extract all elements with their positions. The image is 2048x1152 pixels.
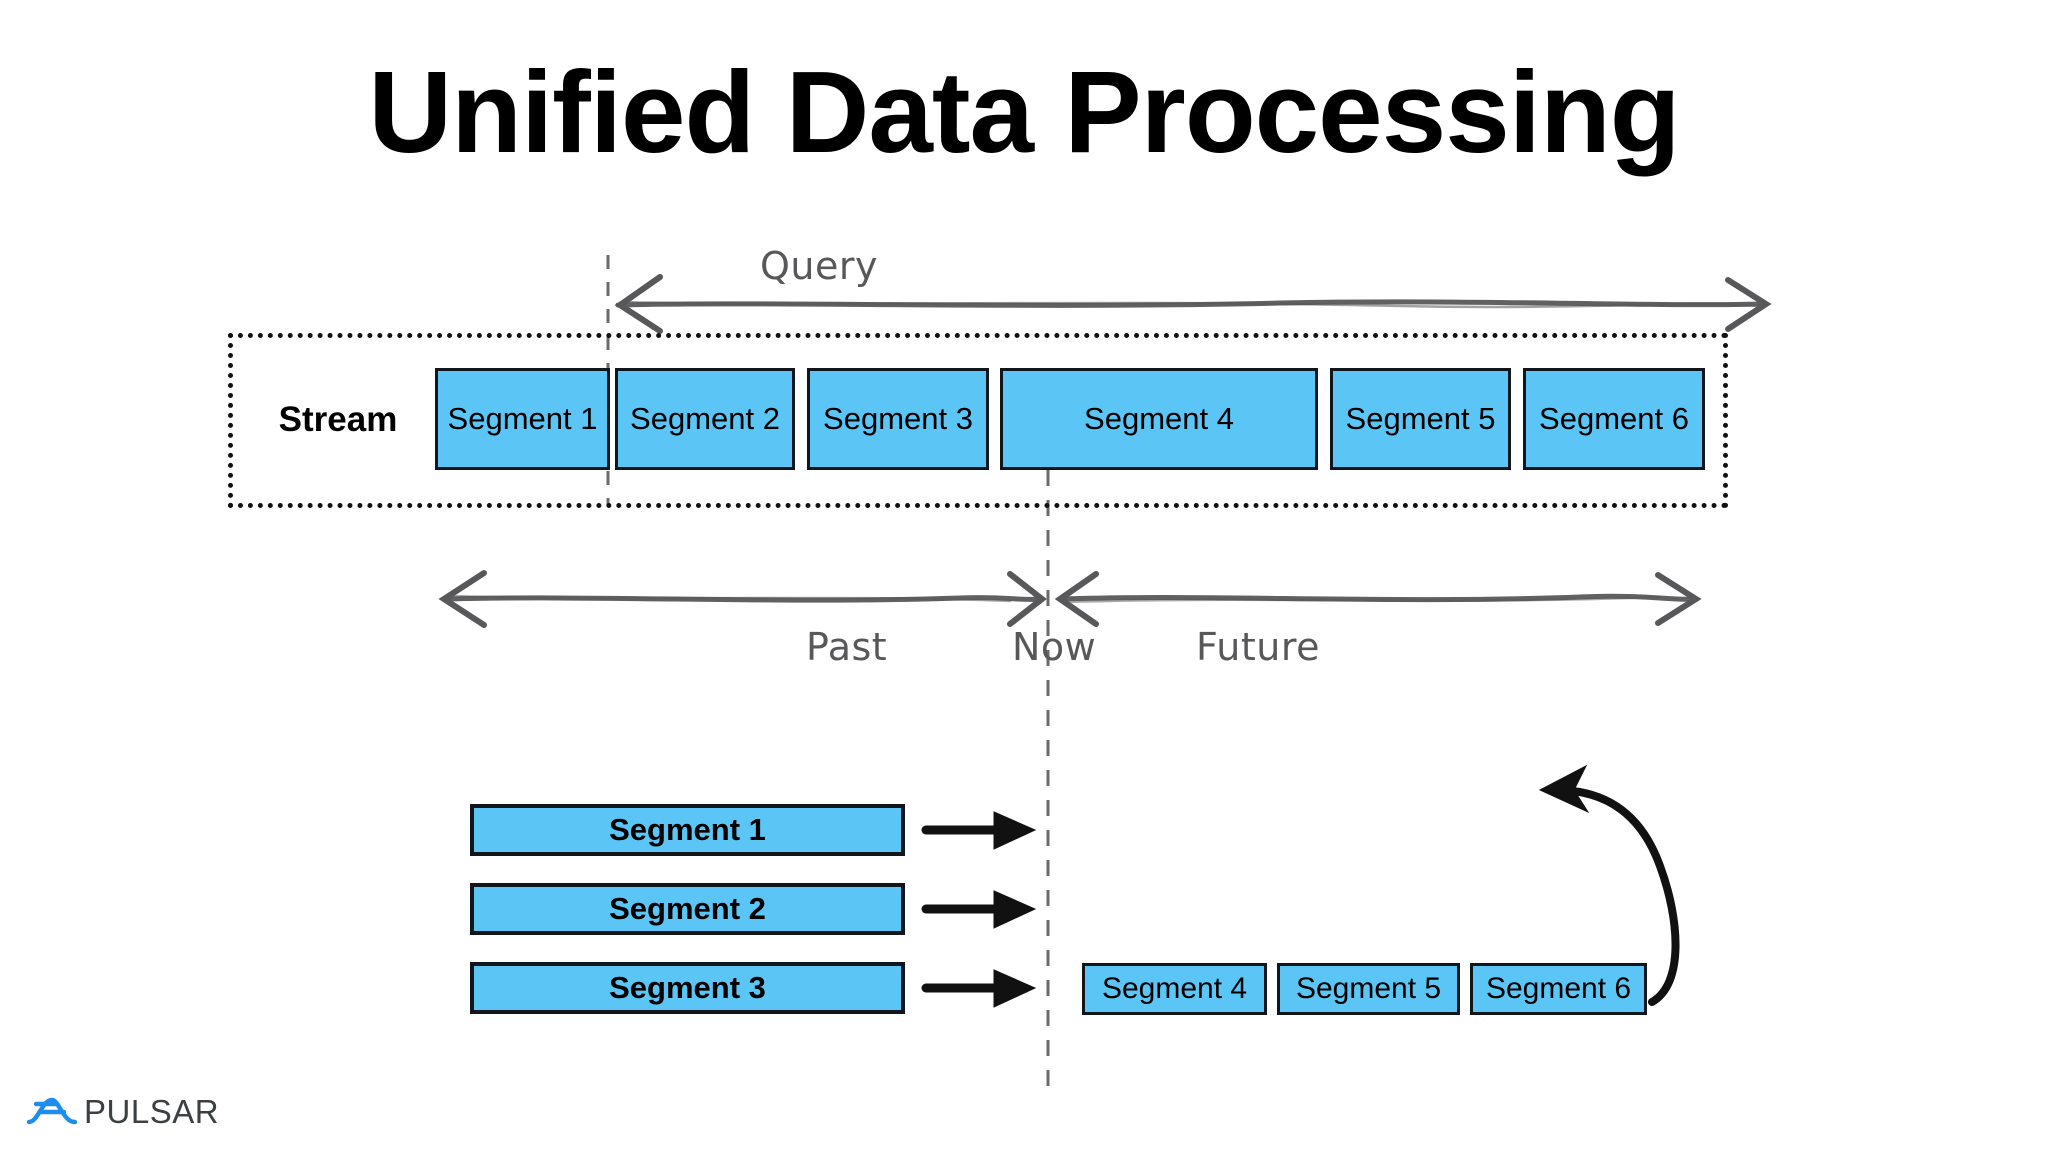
flow-arrow-3 (921, 969, 1037, 1008)
historical-bar-3-label: Segment 3 (609, 970, 766, 1005)
stream-segment-5-label: Segment 5 (1345, 401, 1496, 436)
future-segment-6[interactable]: Segment 6 (1470, 963, 1647, 1015)
stream-segment-6-label: Segment 6 (1539, 401, 1689, 436)
future-segment-4-label: Segment 4 (1101, 972, 1248, 1005)
past-timeline-arrow (438, 570, 1047, 628)
flow-arrow-2 (921, 890, 1037, 929)
stream-segment-1[interactable]: Segment 1 (435, 368, 610, 470)
historical-bar-segment-3[interactable]: Segment 3 (470, 962, 905, 1014)
historical-bar-segment-2[interactable]: Segment 2 (470, 883, 905, 935)
future-timeline-arrow (1054, 571, 1702, 627)
stream-segment-5[interactable]: Segment 5 (1330, 368, 1511, 470)
stream-segment-6[interactable]: Segment 6 (1523, 368, 1705, 470)
timeline-label-past: Past (806, 625, 888, 669)
stream-segment-4-label: Segment 4 (1084, 401, 1234, 436)
timeline-label-now: Now (1012, 625, 1097, 669)
future-segment-5-label: Segment 5 (1295, 972, 1442, 1005)
stream-segment-1-label: Segment 1 (447, 401, 598, 436)
future-segment-4[interactable]: Segment 4 (1082, 963, 1267, 1015)
pulsar-logo: PULSAR (26, 1088, 226, 1136)
stream-segment-2[interactable]: Segment 2 (615, 368, 795, 470)
stream-segment-4[interactable]: Segment 4 (1000, 368, 1318, 470)
stream-container (228, 333, 1728, 508)
stream-label: Stream (278, 400, 398, 439)
pulsar-wave-icon (26, 1097, 78, 1125)
page-title: Unified Data Processing (368, 47, 1680, 177)
stream-segment-3-label: Segment 3 (823, 401, 973, 436)
future-segment-6-label: Segment 6 (1485, 972, 1632, 1005)
timeline-label-future: Future (1196, 625, 1321, 669)
stream-segment-2-label: Segment 2 (630, 401, 780, 436)
future-segment-5[interactable]: Segment 5 (1277, 963, 1460, 1015)
historical-bar-2-label: Segment 2 (609, 891, 766, 926)
historical-bar-1-label: Segment 1 (609, 812, 766, 847)
pulsar-logo-text: PULSAR (84, 1093, 220, 1130)
historical-bar-segment-1[interactable]: Segment 1 (470, 804, 905, 856)
query-label: Query (760, 244, 878, 288)
segment-flow-arrows (921, 811, 1037, 1008)
stream-segment-3[interactable]: Segment 3 (807, 368, 989, 470)
flow-arrow-1 (921, 811, 1037, 850)
